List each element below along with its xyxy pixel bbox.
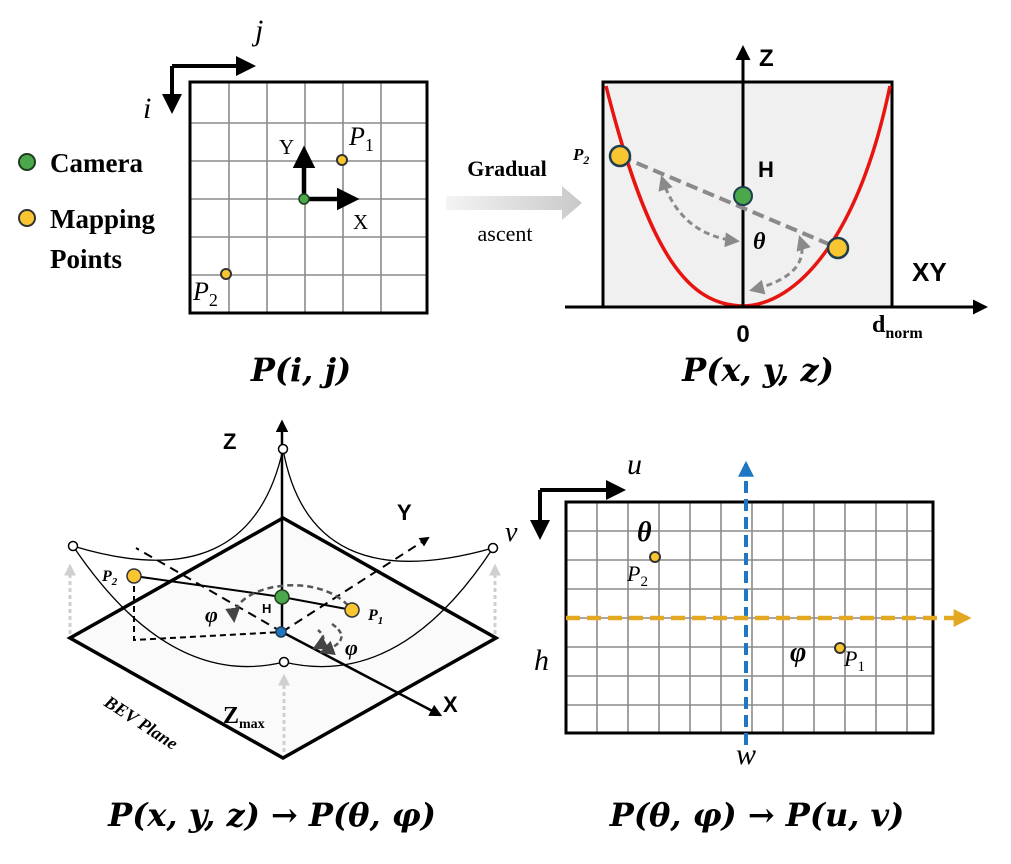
panel-uv-grid: u θ P2 φ P1 h w P(θ, φ) → P(u, v): [530, 448, 972, 834]
local-x-label: X: [353, 210, 368, 234]
p1-ray: [281, 596, 353, 611]
surface-arc-right: [282, 448, 494, 562]
panel-height-profile: Z XY 0 dnorm H θ P2 P(x, y, z): [565, 45, 988, 389]
p1-label: P1: [348, 122, 374, 155]
panel-pixel-grid: j i Y X P1 P2 P(i, j): [143, 14, 429, 389]
uv-h-label: h: [534, 644, 549, 677]
p2-label: P2: [192, 277, 218, 310]
bev-y-label: Y: [397, 500, 412, 525]
uv-p1-label: P1: [843, 646, 865, 675]
bev-origin: [275, 626, 287, 638]
azimuth-circle: [225, 584, 353, 623]
uv-theta-label: θ: [637, 517, 652, 548]
azimuth-arc-right: [319, 622, 343, 655]
uv-p2-label: P2: [626, 561, 648, 590]
bev-p2-point: [126, 568, 142, 584]
theta-arc-left: [658, 175, 740, 248]
bev-phi-left: φ: [205, 602, 218, 627]
bev-plane: [66, 515, 500, 761]
axis-u-label: u: [627, 448, 642, 481]
caption-ptheta-to-puv: P(θ, φ) → P(u, v): [609, 796, 905, 834]
bev-x-label: X: [443, 692, 458, 717]
p1-profile-point: [826, 236, 850, 260]
gradual-ascent-arrow: Gradual ascent: [446, 156, 582, 246]
bev-p1-point: [344, 602, 360, 618]
legend-camera-dot: [18, 153, 36, 171]
bev-surface-left: [67, 540, 79, 552]
bev-camera: [274, 589, 290, 605]
bev-surface-front: [278, 656, 290, 668]
uv-p1-point: [834, 642, 846, 654]
surface-arc-front-left: [72, 545, 285, 668]
uv-phi-label: φ: [790, 637, 806, 668]
p2-profile-point: [608, 144, 632, 168]
caption-pij: P(i, j): [250, 351, 351, 389]
caption-pxyz: P(x, y, z): [681, 351, 834, 389]
bev-v-label: v: [505, 517, 518, 548]
legend-mapping-dot: [18, 209, 36, 227]
legend-camera-label: Camera: [50, 148, 143, 178]
bev-p2-label: P2: [101, 568, 118, 588]
gradual-ascent-line1: Gradual: [467, 156, 546, 181]
azimuth-arc-small: [312, 629, 330, 650]
bev-z-label: Z: [223, 429, 236, 454]
bev-back-axis: [135, 547, 283, 633]
origin-label: 0: [736, 321, 749, 348]
p2-point: [220, 268, 232, 280]
dnorm-label: dnorm: [872, 312, 923, 342]
uv-w-label: w: [736, 738, 756, 771]
legend-mapping-label-2: Points: [50, 244, 122, 274]
p2-profile-label: P2: [572, 145, 589, 167]
local-y-label: Y: [279, 135, 294, 159]
surface-arc-front-right: [283, 547, 494, 668]
p2-drop-line: [133, 576, 283, 642]
pixel-grid-border: [188, 80, 429, 315]
p1-point: [336, 154, 348, 166]
theta-arc-right: [749, 235, 811, 295]
legend-mapping-label-1: Mapping: [50, 204, 156, 234]
bev-p1-label: P1: [367, 607, 383, 627]
bev-zmax-label: Zmax: [223, 703, 265, 732]
axis-j-label: j: [251, 14, 263, 47]
z-label: Z: [759, 45, 774, 72]
bev-plane-label: BEV Plane: [100, 691, 182, 754]
camera-point: [298, 193, 310, 205]
caption-pxyz-to-ptheta: P(x, y, z) → P(θ, φ): [107, 796, 436, 834]
bev-surface-right: [487, 542, 499, 554]
pixel-grid-lines: [190, 82, 427, 313]
bev-h-label: H: [262, 601, 271, 616]
bev-x-axis: [281, 630, 443, 717]
surface-arc-left: [72, 448, 284, 561]
theta-label: θ: [753, 229, 766, 255]
camera-h-point: [733, 186, 753, 206]
panel-bev-3d: Z Y X v H φ φ P2 P1 Zmax BEV Plane P(x, …: [64, 419, 518, 834]
uv-p2-point: [649, 551, 661, 563]
xy-label: XY: [912, 257, 947, 287]
p2-ray: [133, 575, 283, 598]
bev-phi-right: φ: [345, 635, 358, 660]
axis-i-label: i: [143, 92, 151, 125]
bev-surface-top: [277, 443, 289, 455]
legend: Camera Mapping Points: [18, 148, 156, 274]
h-label: H: [758, 157, 774, 182]
gradual-ascent-line2: ascent: [478, 221, 533, 246]
